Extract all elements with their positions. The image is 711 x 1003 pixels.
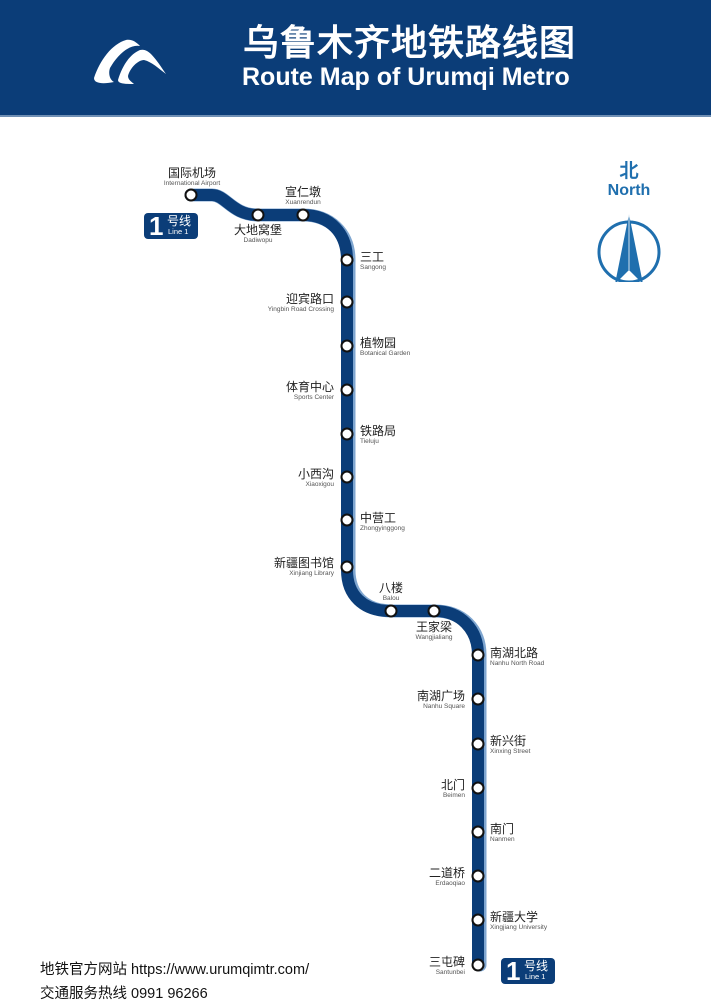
station-dot-xiaoxigou[interactable] <box>340 470 354 484</box>
station-label-zhongyinggong[interactable]: 中营工 Zhongyinggong <box>360 511 405 533</box>
station-dot-zhongyinggong[interactable] <box>340 513 354 527</box>
station-label-xinjiang-library[interactable]: 新疆图书馆 Xinjiang Library <box>273 556 334 578</box>
station-label-beimen[interactable]: 北门 Beimen <box>440 778 465 800</box>
station-dot-botanical-garden[interactable] <box>340 339 354 353</box>
station-dot-xinjiang-university[interactable] <box>471 913 485 927</box>
station-label-erdaoqiao[interactable]: 二道桥 Erdaoqiao <box>428 866 465 888</box>
station-label-xinjiang-university[interactable]: 新疆大学 Xingjiang University <box>490 910 548 932</box>
station-label-xiaoxigou[interactable]: 小西沟 Xiaoxigou <box>297 467 334 489</box>
station-label-santunbei[interactable]: 三屯碑 Santunbei <box>428 955 465 977</box>
station-dot-nanhu-north-road[interactable] <box>471 648 485 662</box>
station-dot-xinxing-street[interactable] <box>471 737 485 751</box>
station-dot-xuanrendun[interactable] <box>296 208 310 222</box>
mountain-logo-icon <box>94 39 166 84</box>
north-compass: 北 North <box>594 160 664 282</box>
station-label-sangong[interactable]: 三工 Sangong <box>360 250 387 272</box>
station-dot-beimen[interactable] <box>471 781 485 795</box>
station-dot-nanmen[interactable] <box>471 825 485 839</box>
line-1-badge-bottom[interactable]: 1 号线 Line 1 <box>501 956 555 986</box>
north-arrow-compass-icon <box>597 214 661 282</box>
footer-website[interactable]: 地铁官方网站 https://www.urumqimtr.com/ <box>40 962 310 978</box>
station-label-botanical-garden[interactable]: 植物园 Botanical Garden <box>360 336 411 358</box>
station-label-balou[interactable]: 八楼 Balou <box>378 581 403 603</box>
station-dot-balou[interactable] <box>384 604 398 618</box>
station-label-nanmen[interactable]: 南门 Nanmen <box>490 822 515 844</box>
station-dot-erdaoqiao[interactable] <box>471 869 485 883</box>
station-label-sports-center[interactable]: 体育中心 Sports Center <box>285 380 334 402</box>
station-dot-tieluju[interactable] <box>340 427 354 441</box>
footer-hotline: 交通服务热线 0991 96266 <box>40 986 208 1002</box>
station-label-nanhu-square[interactable]: 南湖广场 Nanhu Square <box>416 689 465 711</box>
title-chinese: 乌鲁木齐地铁路线图 <box>243 23 577 64</box>
line-1-badge-top[interactable]: 1 号线 Line 1 <box>144 211 198 241</box>
station-label-xinxing-street[interactable]: 新兴街 Xinxing Street <box>490 734 531 756</box>
station-label-nanhu-north-road[interactable]: 南湖北路 Nanhu North Road <box>490 646 545 668</box>
station-dot-yingbin-road-crossing[interactable] <box>340 295 354 309</box>
station-label-international-airport[interactable]: 国际机场 International Airport <box>163 166 221 188</box>
station-dot-international-airport[interactable] <box>184 188 198 202</box>
station-dot-xinjiang-library[interactable] <box>340 560 354 574</box>
station-label-xuanrendun[interactable]: 宣仁墩 Xuanrendun <box>284 185 321 207</box>
station-label-dadiwopu[interactable]: 大地窝堡 Dadiwopu <box>233 223 282 245</box>
station-dot-dadiwopu[interactable] <box>251 208 265 222</box>
station-dot-sports-center[interactable] <box>340 383 354 397</box>
station-label-yingbin-road-crossing[interactable]: 迎宾路口 Yingbin Road Crossing <box>267 292 334 314</box>
station-label-tieluju[interactable]: 铁路局 Tieluju <box>360 424 397 446</box>
station-dot-sangong[interactable] <box>340 253 354 267</box>
title-english: Route Map of Urumqi Metro <box>242 63 570 91</box>
station-label-wangjialiang[interactable]: 王家梁 Wangjialiang <box>415 620 453 642</box>
station-dot-nanhu-square[interactable] <box>471 692 485 706</box>
station-dot-santunbei[interactable] <box>471 958 485 972</box>
station-dot-wangjialiang[interactable] <box>427 604 441 618</box>
header-banner: 乌鲁木齐地铁路线图 Route Map of Urumqi Metro <box>0 0 711 117</box>
